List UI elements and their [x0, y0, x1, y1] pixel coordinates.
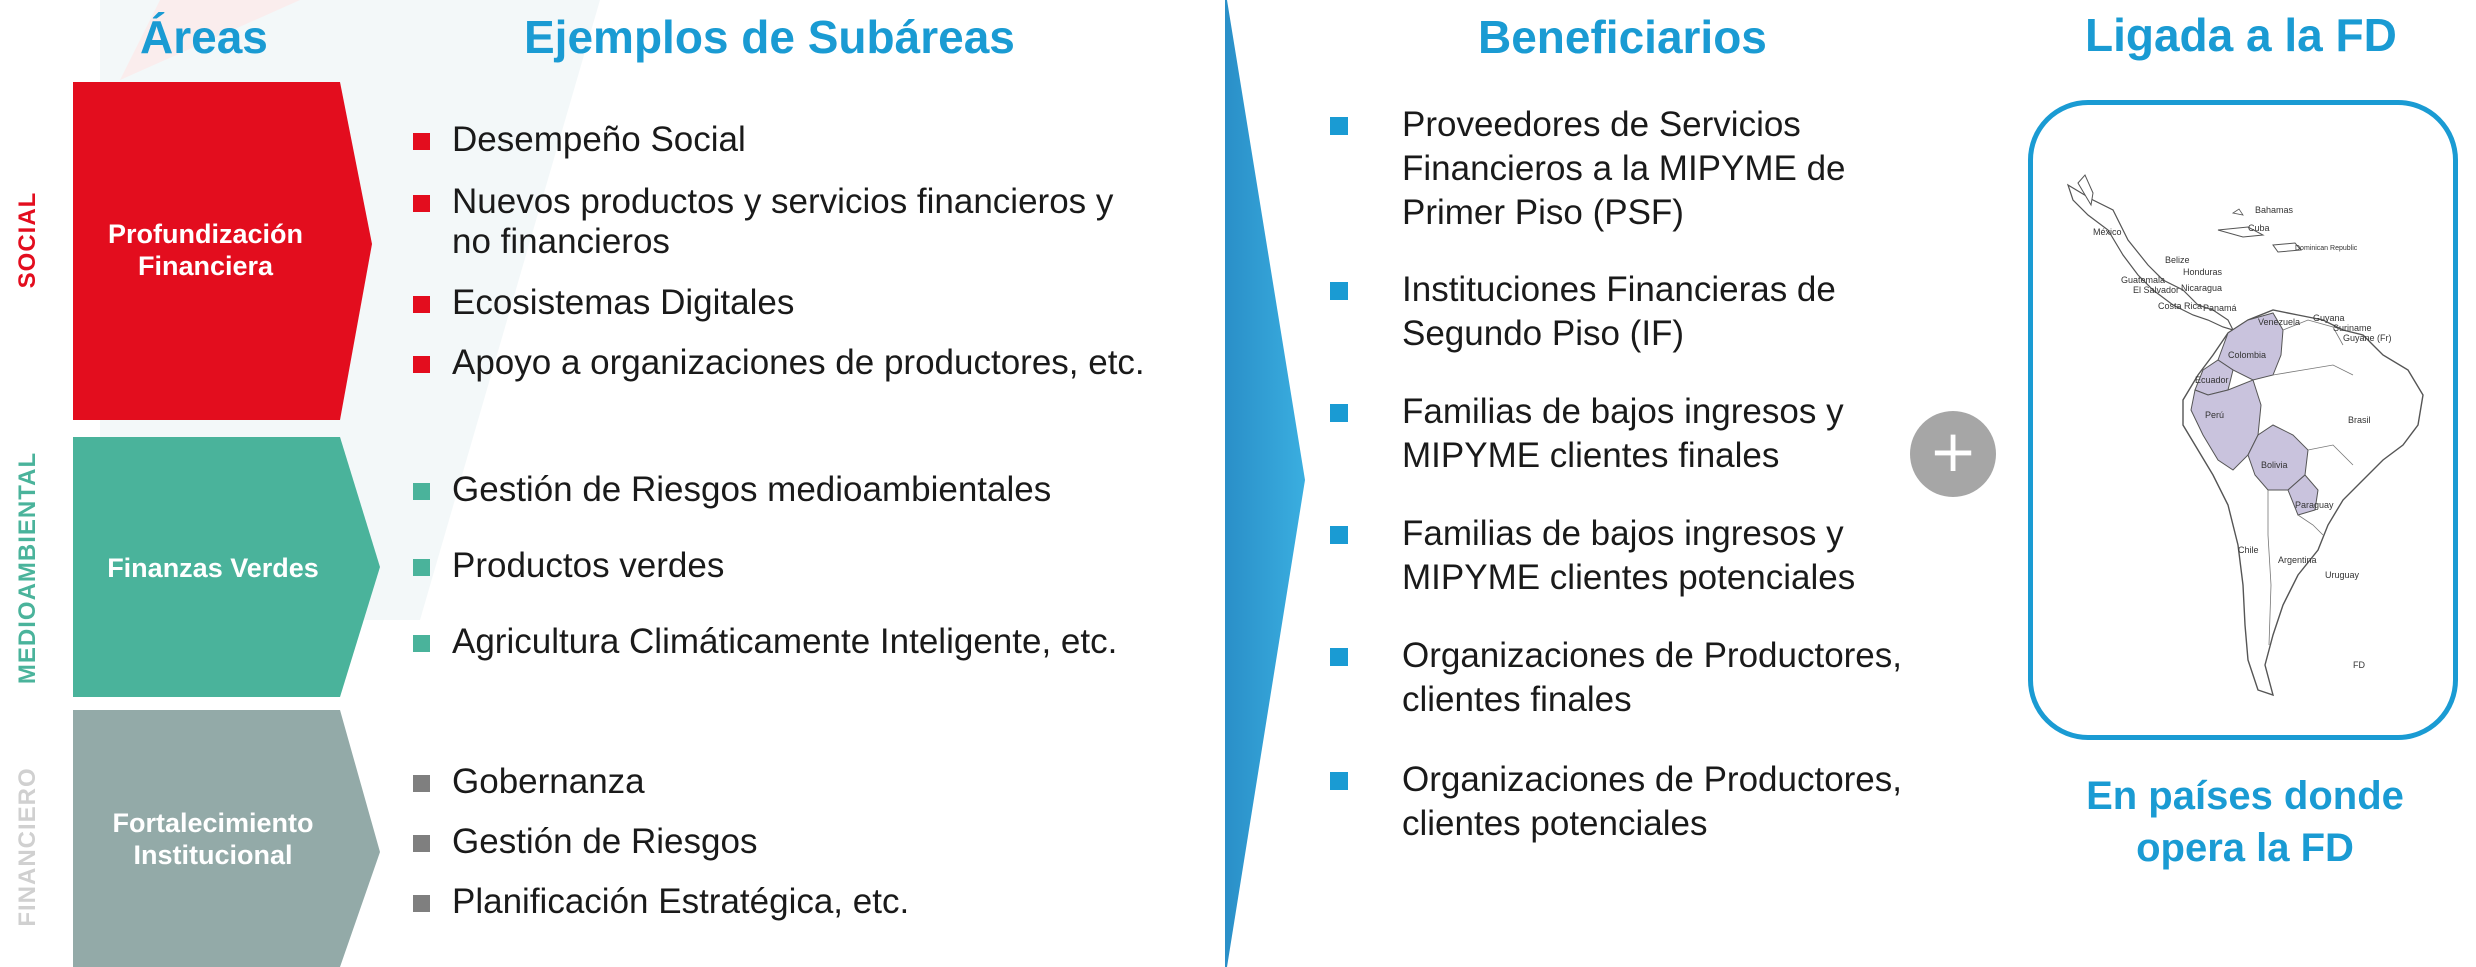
arrow-divider [1225, 0, 1305, 967]
paraguay-shape [2287, 474, 2319, 516]
area-chevrons [73, 82, 380, 967]
chevron-social [73, 82, 372, 420]
bullet-square [1330, 117, 1348, 135]
chevron-financiero [73, 710, 380, 967]
header-linked-fd: Ligada a la FD [2085, 9, 2397, 61]
bullet-square [1330, 282, 1348, 300]
bullet-square [1330, 648, 1348, 666]
bullet-square [413, 835, 430, 852]
chevron-medioambiental [73, 437, 380, 697]
area-line: Profundización [108, 219, 303, 249]
latin-america-map-icon [2066, 174, 2424, 697]
header-beneficiaries: Beneficiarios [1478, 11, 1767, 63]
bullet-square [413, 559, 430, 576]
map-frame: México Cuba Bahamas Dominican Republic B… [2028, 100, 2458, 740]
map-note: En países donde opera la FD [2086, 774, 2404, 870]
bullet-square [1330, 772, 1348, 790]
bullet-square [413, 296, 430, 313]
header-areas: Áreas [140, 11, 268, 63]
bullet-square [413, 483, 430, 500]
bullet-square [413, 635, 430, 652]
bullet-square [413, 195, 430, 212]
plus-icon: + [1910, 411, 1996, 497]
bullet-square [1330, 404, 1348, 422]
header-subareas: Ejemplos de Subáreas [524, 11, 1015, 63]
area-profundizacion-financiera: Profundización Financiera [73, 218, 338, 282]
area-line: Institucional [133, 840, 293, 870]
area-line: Financiera [137, 251, 274, 281]
area-fortalecimiento-institucional: Fortalecimiento Institucional [73, 807, 353, 871]
bullet-square [413, 775, 430, 792]
area-line: Fortalecimiento [112, 808, 314, 838]
bullet-square [1330, 526, 1348, 544]
bullet-square [413, 895, 430, 912]
bullet-square [413, 133, 430, 150]
bolivia-shape [2247, 424, 2309, 491]
bullet-square [413, 356, 430, 373]
area-finanzas-verdes: Finanzas Verdes [107, 553, 319, 583]
